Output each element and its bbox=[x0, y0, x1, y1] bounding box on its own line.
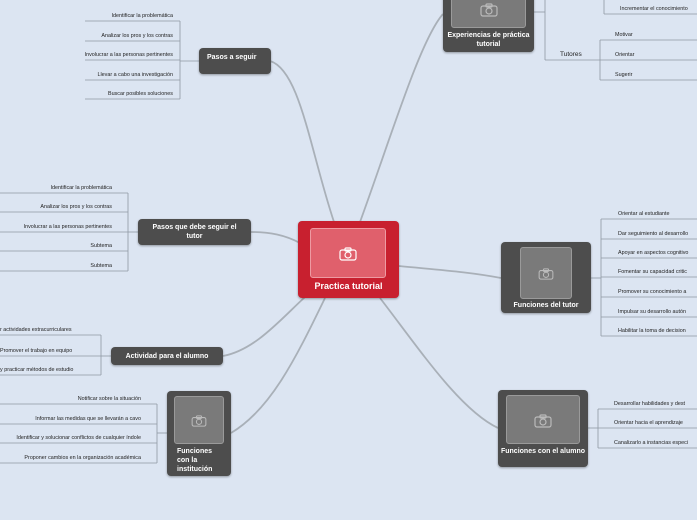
leaf-topic: Impulsar su desarrollo autón bbox=[618, 309, 687, 315]
leaf-topic: Analizar los pros y los contras bbox=[40, 204, 112, 210]
leaf-topic: Analizar los pros y los contras bbox=[101, 33, 173, 39]
leaf-topic: Apoyar en aspectos cognitivo bbox=[618, 250, 689, 256]
leaf-topic: Dar seguimiento al desarrollo bbox=[618, 231, 689, 237]
leaf-topic: Fomentar su capacidad critic bbox=[618, 269, 687, 275]
leaf-topic: Promover su conocimiento a bbox=[618, 289, 687, 295]
leaf-topic: r actividades extracurriculares bbox=[0, 327, 72, 333]
leaf-topic: Involucrar a las personas pertinentes bbox=[84, 52, 173, 58]
leaf-topic: y practicar métodos de estudio bbox=[0, 367, 74, 373]
branch-funciones-alumno[interactable]: Funciones con el alumno bbox=[498, 390, 588, 467]
leaf-topic: Proponer cambios en la organización acad… bbox=[24, 455, 141, 461]
branch-experiencias[interactable]: Experiencias de práctica tutorial bbox=[443, 0, 534, 52]
leaf-topic: Promover el trabajo en equipo bbox=[0, 348, 73, 354]
branch-label: Pasos que debe seguir el tutor bbox=[152, 224, 237, 240]
leaf-topic: Identificar y solucionar conflictos de c… bbox=[16, 435, 141, 441]
branch-label: Funciones con la institución bbox=[177, 448, 213, 473]
leaf-topic: Notificar sobre la situación bbox=[77, 396, 141, 402]
leaf-topic: Involucrar a las personas pertinentes bbox=[23, 224, 112, 230]
image-placeholder bbox=[310, 228, 386, 278]
leaf-topic: Informar las medidas que se llevarán a c… bbox=[35, 416, 141, 422]
branch-label: Funciones con el alumno bbox=[500, 448, 585, 455]
branch-funciones-institucion[interactable]: Funciones con la institución bbox=[167, 391, 231, 476]
branch-label: Experiencias de práctica tutorial bbox=[447, 32, 530, 48]
leaf-topic: Subtema bbox=[90, 263, 112, 269]
image-placeholder bbox=[451, 0, 526, 28]
image-placeholder bbox=[174, 396, 224, 444]
branch-pasos-tutor[interactable]: Pasos que debe seguir el tutor bbox=[138, 219, 251, 245]
leaf-connectors bbox=[0, 0, 697, 464]
image-placeholder bbox=[506, 395, 580, 444]
branch-connectors bbox=[222, 13, 502, 434]
leaf-topic: Habilitar la toma de decision bbox=[618, 328, 686, 334]
branch-actividad-alumno[interactable]: Actividad para el alumno bbox=[111, 347, 223, 365]
branch-funciones-tutor[interactable]: Funciones del tutor bbox=[501, 242, 591, 313]
camera-icon bbox=[339, 247, 357, 261]
leaf-topic: Incrementar el conocimiento bbox=[620, 6, 688, 12]
image-placeholder bbox=[520, 247, 572, 299]
camera-icon bbox=[480, 3, 498, 17]
camera-icon bbox=[538, 268, 554, 280]
leaf-topic: Identificar la problemática bbox=[111, 13, 173, 19]
leaf-topic: Canalizarlo a instancias especi bbox=[614, 440, 689, 446]
branch-label: Actividad para el alumno bbox=[125, 353, 209, 360]
subtopic-tutores: Tutores bbox=[560, 51, 582, 58]
leaf-topic: Identificar la problemática bbox=[50, 185, 112, 191]
branch-label: Funciones del tutor bbox=[513, 302, 579, 309]
leaf-topic: Orientar al estudiante bbox=[618, 211, 670, 217]
leaf-topic: Desarrollar habilidades y dest bbox=[614, 401, 686, 407]
branch-pasos-a-seguir[interactable]: Pasos a seguir bbox=[199, 48, 271, 74]
leaf-topic: Orientar hacia el aprendizaje bbox=[614, 420, 683, 426]
leaf-topic: Orientar bbox=[615, 52, 635, 58]
leaf-topic: Subtema bbox=[90, 243, 112, 249]
central-topic-node[interactable]: Practica tutorial bbox=[298, 221, 399, 298]
camera-icon bbox=[191, 415, 207, 427]
camera-icon bbox=[534, 414, 552, 428]
branch-label: Pasos a seguir bbox=[207, 54, 257, 61]
leaf-topic: Llevar a cabo una investigación bbox=[97, 72, 173, 78]
leaf-topic: Sugerir bbox=[615, 72, 633, 78]
leaf-topic: Motivar bbox=[615, 32, 633, 38]
leaf-topic: Buscar posibles soluciones bbox=[107, 91, 173, 97]
central-topic-label: Practica tutorial bbox=[314, 281, 383, 291]
